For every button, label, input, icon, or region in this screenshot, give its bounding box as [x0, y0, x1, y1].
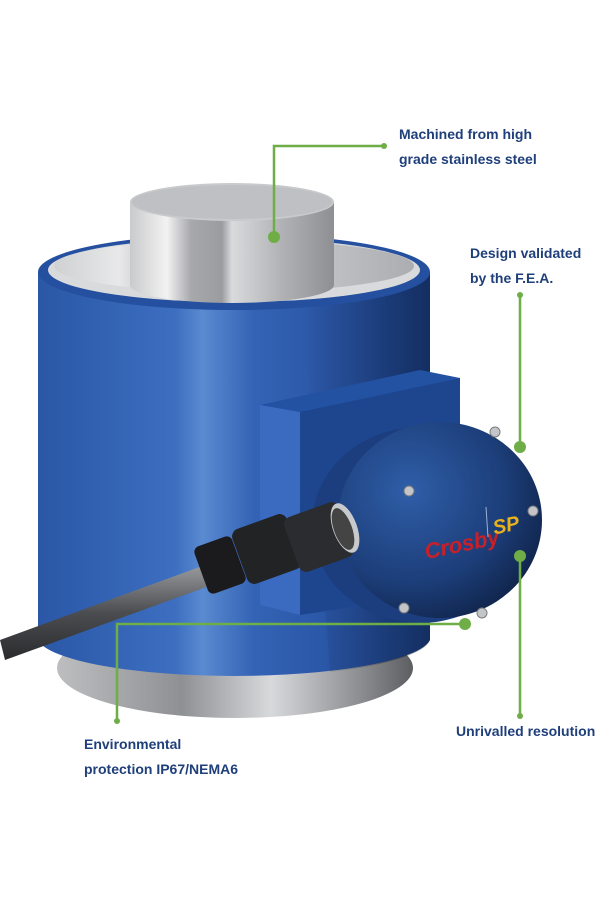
- callout-line: Design validated: [470, 245, 582, 261]
- callout-line: grade stainless steel: [399, 151, 537, 167]
- cap-bolts: [398, 426, 539, 619]
- callout-line: Environmental: [84, 736, 182, 752]
- leader-ip67: [115, 622, 465, 721]
- callout-line: by the F.E.A.: [470, 270, 554, 286]
- callout-line: Unrivalled resolution: [456, 723, 596, 739]
- leader-steel: [272, 144, 384, 237]
- cable-connector: [194, 502, 360, 594]
- cable: [0, 565, 212, 660]
- callout-ip67: Environmental protection IP67/NEMA6: [84, 732, 238, 782]
- steel-button: [130, 202, 334, 303]
- callout-resolution: Unrivalled resolution: [456, 719, 595, 744]
- leader-dots: [114, 143, 526, 724]
- end-cap: [338, 422, 542, 618]
- callout-fea: Design validated by the F.E.A.: [470, 241, 581, 291]
- leader-lines: [115, 144, 522, 721]
- callout-line: Machined from high: [399, 126, 532, 142]
- callout-stainless-steel: Machined from high grade stainless steel: [399, 122, 537, 172]
- callout-line: protection IP67/NEMA6: [84, 761, 239, 777]
